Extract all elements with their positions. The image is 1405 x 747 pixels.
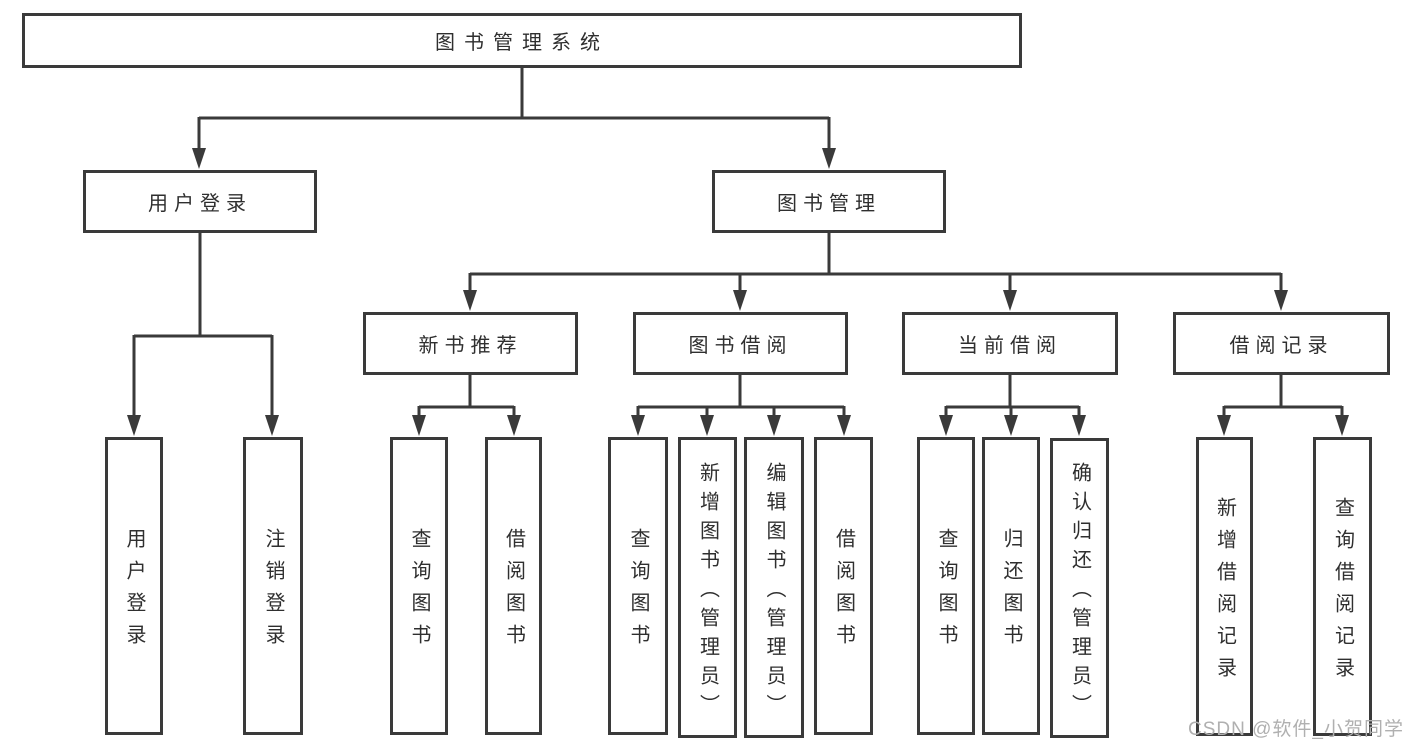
node-book-management: 图书管理 bbox=[712, 170, 946, 233]
node-label: 查询借阅记录 bbox=[1331, 496, 1354, 689]
node-label: 用户登录 bbox=[148, 193, 252, 215]
node-label: 查询图书 bbox=[935, 528, 957, 656]
leaf-borrow-books-recommend: 借阅图书 bbox=[485, 437, 542, 735]
connector-login-to-leaves bbox=[127, 232, 279, 436]
arrowhead bbox=[1003, 290, 1017, 311]
node-label: 借阅图书 bbox=[502, 528, 525, 656]
arrowhead bbox=[631, 415, 645, 436]
arrowhead bbox=[700, 415, 714, 436]
node-label: 新增图书（管理员） bbox=[696, 461, 719, 723]
leaf-edit-books-admin: 编辑图书（管理员） bbox=[744, 437, 804, 738]
arrowhead bbox=[1004, 415, 1018, 436]
leaf-user-login: 用户登录 bbox=[105, 437, 163, 735]
connector-recommend-to-leaves bbox=[412, 374, 521, 436]
leaf-query-books-current: 查询图书 bbox=[917, 437, 975, 735]
connector-root-to-level2 bbox=[192, 68, 836, 169]
node-label: 图书管理 bbox=[777, 193, 881, 215]
arrowhead bbox=[733, 290, 747, 311]
wire bbox=[132, 232, 274, 418]
connector-current-to-leaves bbox=[939, 374, 1086, 436]
node-book-borrowing: 图书借阅 bbox=[633, 312, 848, 375]
connector-management-to-level3 bbox=[463, 232, 1288, 311]
wire bbox=[1222, 374, 1344, 418]
csdn-watermark: CSDN @软件_小贺同学 bbox=[1188, 719, 1404, 740]
leaf-add-books-admin: 新增图书（管理员） bbox=[678, 437, 737, 738]
wire bbox=[636, 374, 846, 418]
leaf-query-books-borrowing: 查询图书 bbox=[608, 437, 668, 735]
node-current-borrowing: 当前借阅 bbox=[902, 312, 1118, 375]
node-label: 借阅记录 bbox=[1229, 335, 1334, 357]
node-label: 图书管理系统 bbox=[435, 32, 609, 54]
leaf-borrow-books: 借阅图书 bbox=[814, 437, 873, 735]
wire bbox=[944, 374, 1081, 418]
node-label: 归还图书 bbox=[1000, 528, 1022, 656]
node-system-root: 图书管理系统 bbox=[22, 13, 1022, 68]
node-user-login: 用户登录 bbox=[83, 170, 317, 233]
arrowhead bbox=[507, 415, 521, 436]
node-borrowing-records: 借阅记录 bbox=[1173, 312, 1390, 375]
arrowhead bbox=[837, 415, 851, 436]
arrowhead bbox=[822, 148, 836, 169]
arrowhead bbox=[1274, 290, 1288, 311]
connector-records-to-leaves bbox=[1217, 374, 1349, 436]
arrowhead bbox=[463, 290, 477, 311]
node-label: 当前借阅 bbox=[958, 335, 1062, 357]
node-label: 借阅图书 bbox=[832, 528, 855, 656]
node-label: 新书推荐 bbox=[418, 335, 523, 357]
leaf-query-books-recommend: 查询图书 bbox=[390, 437, 448, 735]
node-new-book-recommend: 新书推荐 bbox=[363, 312, 578, 375]
node-label: 查询图书 bbox=[408, 528, 430, 656]
arrowhead bbox=[192, 148, 206, 169]
node-label: 新增借阅记录 bbox=[1213, 496, 1236, 689]
wire bbox=[417, 374, 516, 418]
node-label: 用户登录 bbox=[123, 528, 145, 656]
node-label: 注销登录 bbox=[262, 528, 284, 656]
arrowhead bbox=[1217, 415, 1231, 436]
arrowhead bbox=[265, 415, 279, 436]
leaf-confirm-return-admin: 确认归还（管理员） bbox=[1050, 438, 1109, 738]
arrowhead bbox=[412, 415, 426, 436]
arrowhead bbox=[767, 415, 781, 436]
leaf-return-books: 归还图书 bbox=[982, 437, 1040, 735]
node-label: 确认归还（管理员） bbox=[1068, 462, 1091, 723]
arrowhead bbox=[127, 415, 141, 436]
leaf-add-borrow-record: 新增借阅记录 bbox=[1196, 437, 1253, 736]
node-label: 图书借阅 bbox=[688, 335, 793, 357]
arrowhead bbox=[939, 415, 953, 436]
connector-borrowing-to-leaves bbox=[631, 374, 851, 436]
wire bbox=[468, 232, 1283, 292]
leaf-logout: 注销登录 bbox=[243, 437, 303, 735]
node-label: 查询图书 bbox=[627, 528, 649, 656]
arrowhead bbox=[1335, 415, 1349, 436]
node-label: 编辑图书（管理员） bbox=[763, 461, 785, 723]
leaf-query-borrow-record: 查询借阅记录 bbox=[1313, 437, 1372, 736]
wire bbox=[197, 68, 831, 150]
arrowhead bbox=[1072, 415, 1086, 436]
